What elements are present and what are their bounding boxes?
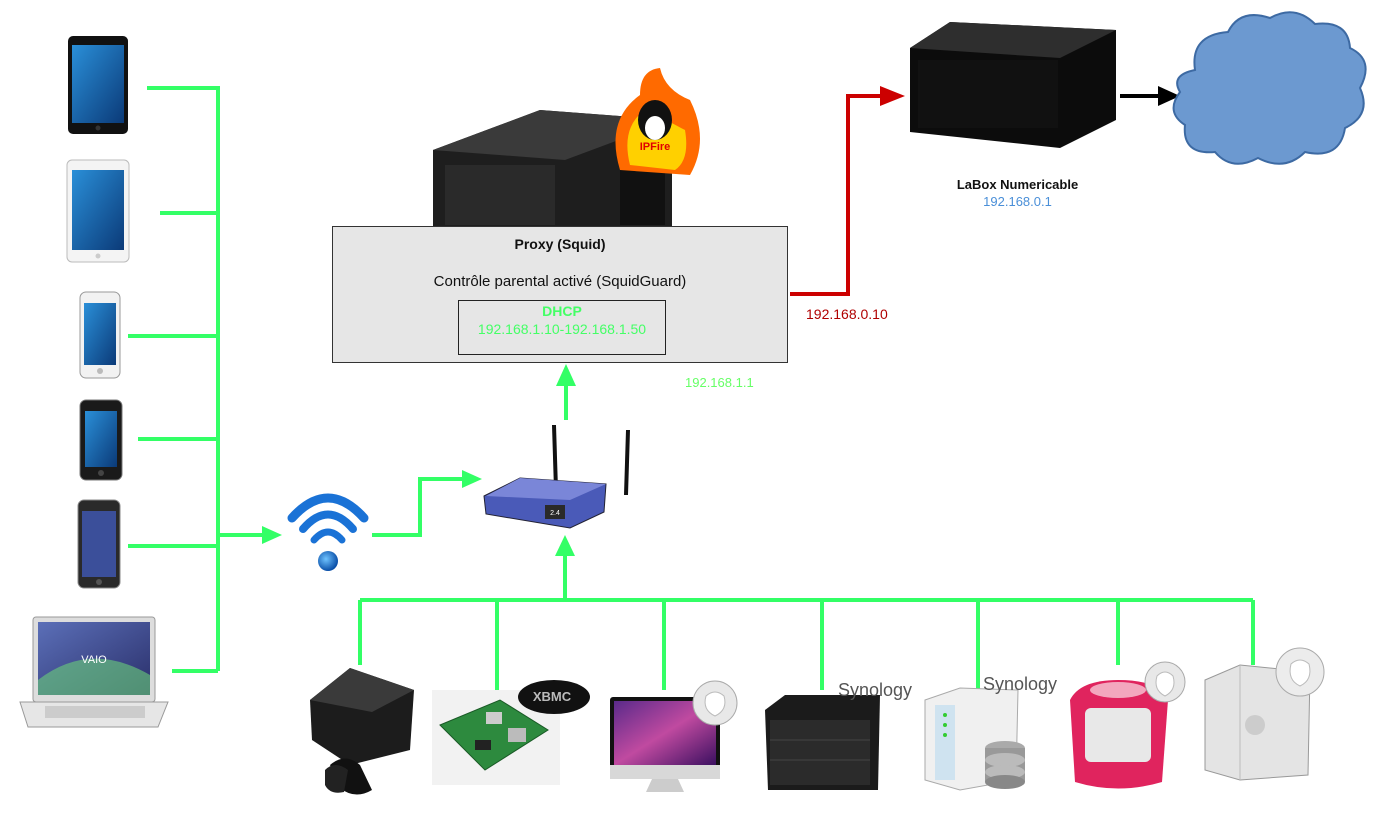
imac [610, 697, 720, 792]
dhcp-label: DHCP [542, 303, 582, 319]
synology-logo-2: Synology [983, 674, 1057, 694]
synology-nas-black: Synology [765, 680, 912, 790]
left-lan-bus [128, 86, 272, 673]
power-mac [1204, 664, 1311, 781]
wifi-to-router-link [372, 477, 470, 537]
ps3-console [310, 668, 414, 795]
labox-modem [910, 22, 1116, 148]
iphone-black [79, 399, 123, 481]
imac-g3 [1070, 680, 1168, 789]
ipfire-logo-text: IPFire [640, 141, 671, 153]
proxy-title: Proxy (Squid) [514, 236, 606, 252]
server-tower [433, 110, 672, 226]
raspberry-pi-xbmc: XBMC [432, 680, 590, 785]
proxy-subtitle: Contrôle parental activé (SquidGuard) [433, 273, 687, 290]
modem-name: LaBox Numericable [956, 177, 1079, 192]
dhcp-range: 192.168.1.10-192.168.1.50 [477, 321, 647, 337]
proxy-wan-ip: 192.168.0.10 [806, 306, 888, 322]
database-icon [985, 741, 1025, 789]
modem-ip: 192.168.0.1 [983, 194, 1052, 209]
router-icon: 2.4 [483, 424, 630, 529]
wifi-icon [287, 493, 369, 571]
ipad-white [66, 159, 130, 263]
laptop-vaio: VAIO [19, 616, 169, 728]
xbmc-logo: XBMC [533, 689, 572, 704]
apple-icon-2 [1144, 661, 1186, 703]
bottom-lan-bus [358, 548, 1255, 690]
apple-icon [692, 680, 738, 726]
ipfire-logo: IPFire [615, 68, 700, 175]
vaio-logo: VAIO [81, 654, 107, 666]
iphone-6 [77, 499, 121, 589]
svg-text:2.4: 2.4 [550, 510, 560, 517]
synology-logo: Synology [838, 680, 912, 700]
proxy-box [332, 226, 788, 363]
cloud-icon [1172, 11, 1367, 165]
ipad-black [68, 36, 128, 134]
synology-nas-white: Synology [924, 674, 1057, 791]
proxy-to-modem-link [790, 94, 890, 296]
dhcp-box [458, 300, 666, 355]
apple-icon-3 [1275, 647, 1325, 697]
iphone-white [79, 291, 121, 379]
proxy-lan-ip: 192.168.1.1 [685, 375, 754, 390]
